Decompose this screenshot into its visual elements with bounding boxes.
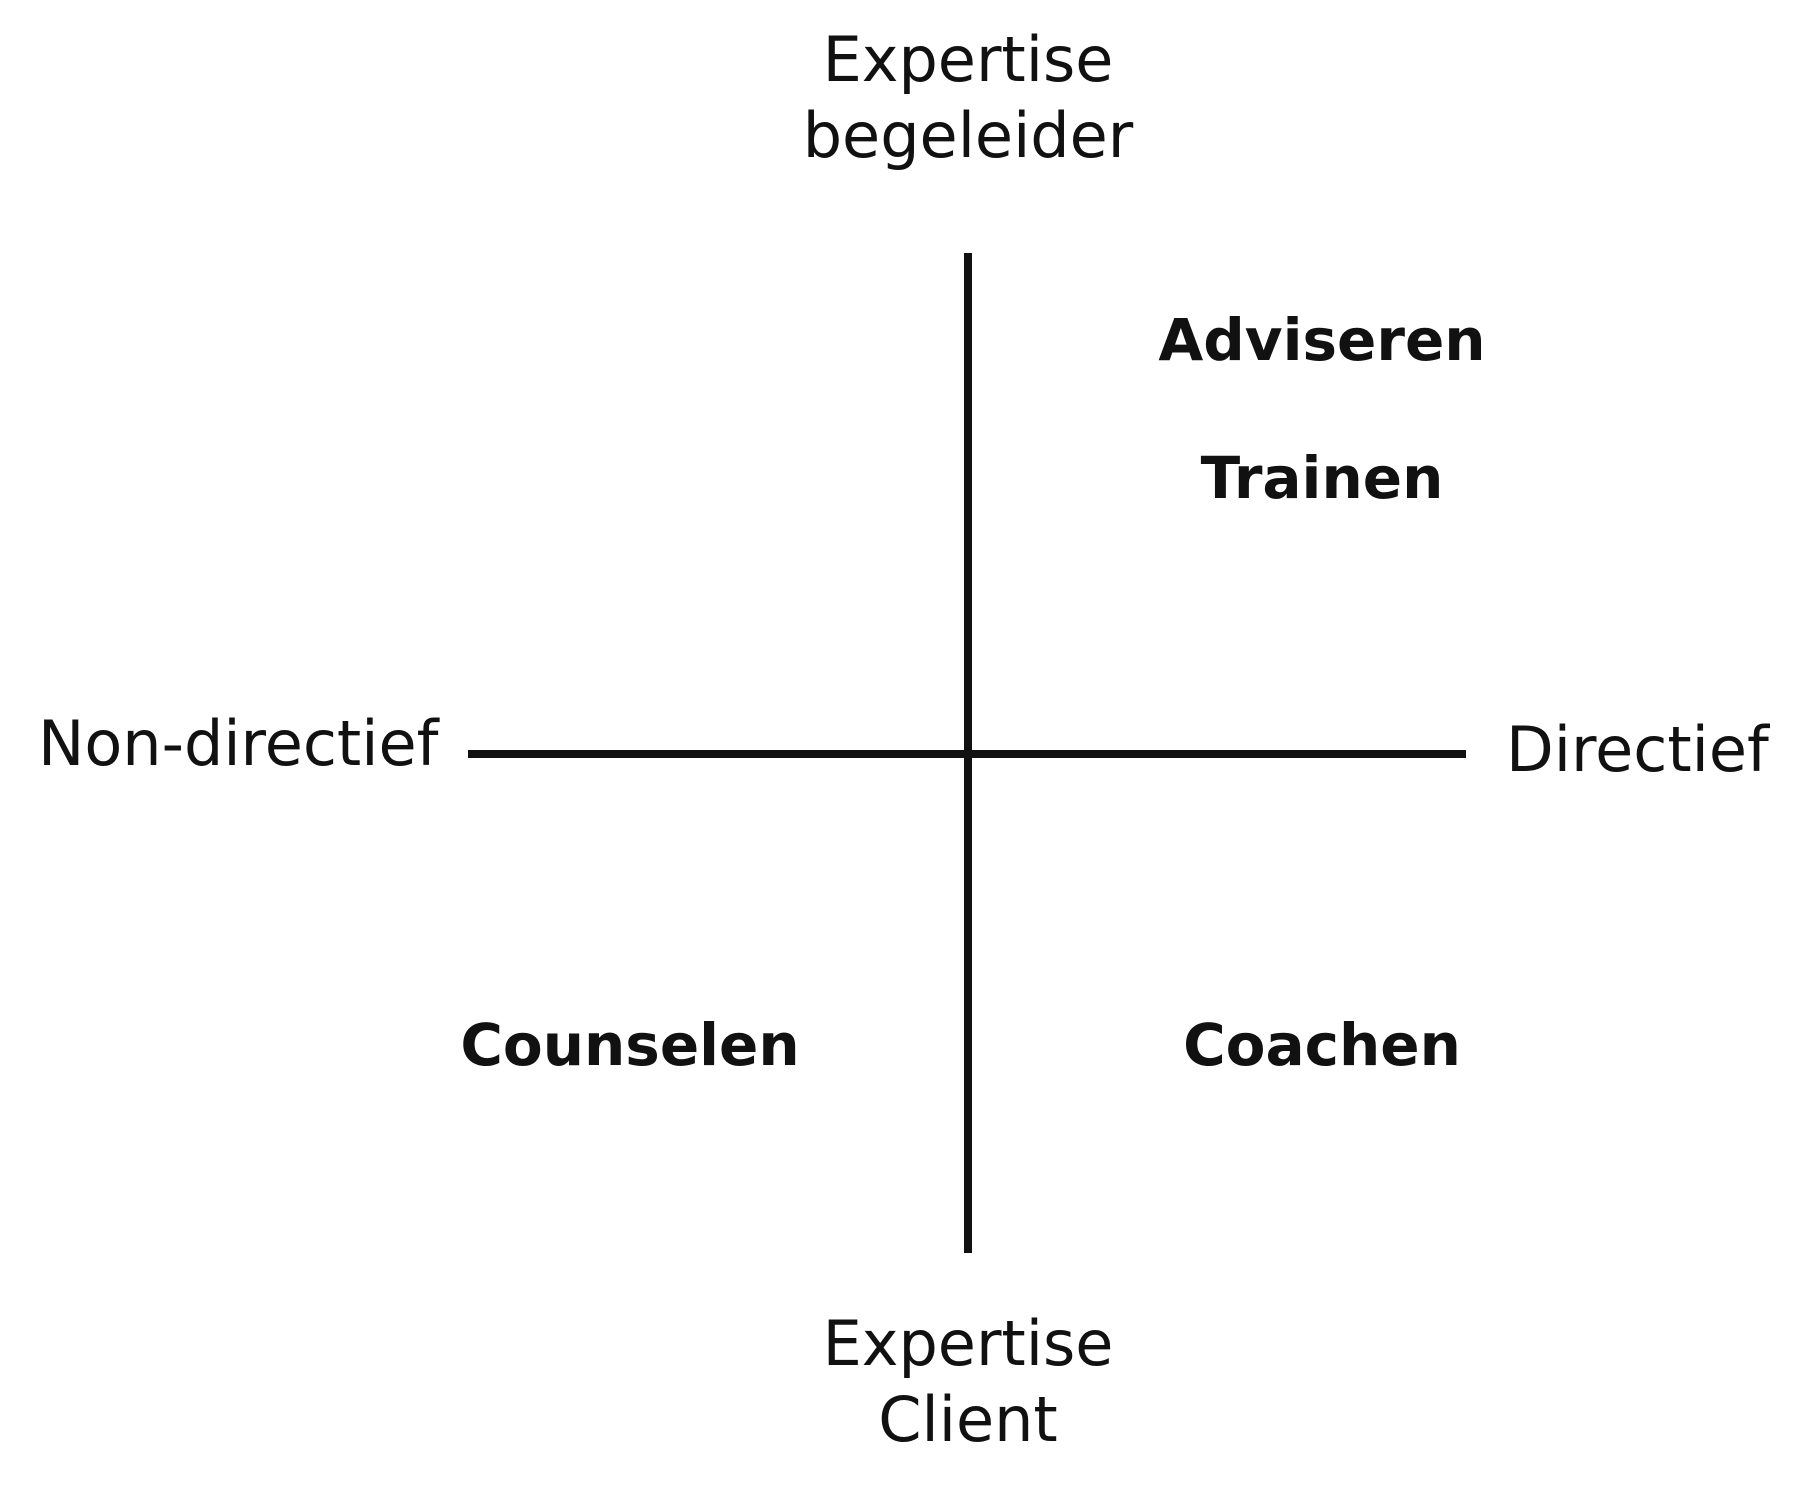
- quadrant-label-adviseren: Adviseren: [1158, 306, 1486, 374]
- quadrant-label-coachen: Coachen: [1183, 1011, 1461, 1079]
- left-axis-label: Non-directief: [38, 707, 439, 780]
- horizontal-axis-line: [468, 750, 1466, 758]
- top-axis-label-line-1: Expertise: [822, 23, 1114, 96]
- quadrant-label-trainen: Trainen: [1200, 444, 1444, 512]
- quadrant-label-counselen: Counselen: [460, 1011, 800, 1079]
- right-axis-label: Directief: [1506, 713, 1769, 786]
- bottom-axis-label: Expertise Client: [768, 1306, 1168, 1458]
- top-axis-label-line-2: begeleider: [802, 99, 1134, 172]
- bottom-axis-label-line-1: Expertise: [822, 1307, 1114, 1380]
- top-axis-label: Expertise begeleider: [768, 22, 1168, 174]
- bottom-axis-label-line-2: Client: [878, 1383, 1058, 1456]
